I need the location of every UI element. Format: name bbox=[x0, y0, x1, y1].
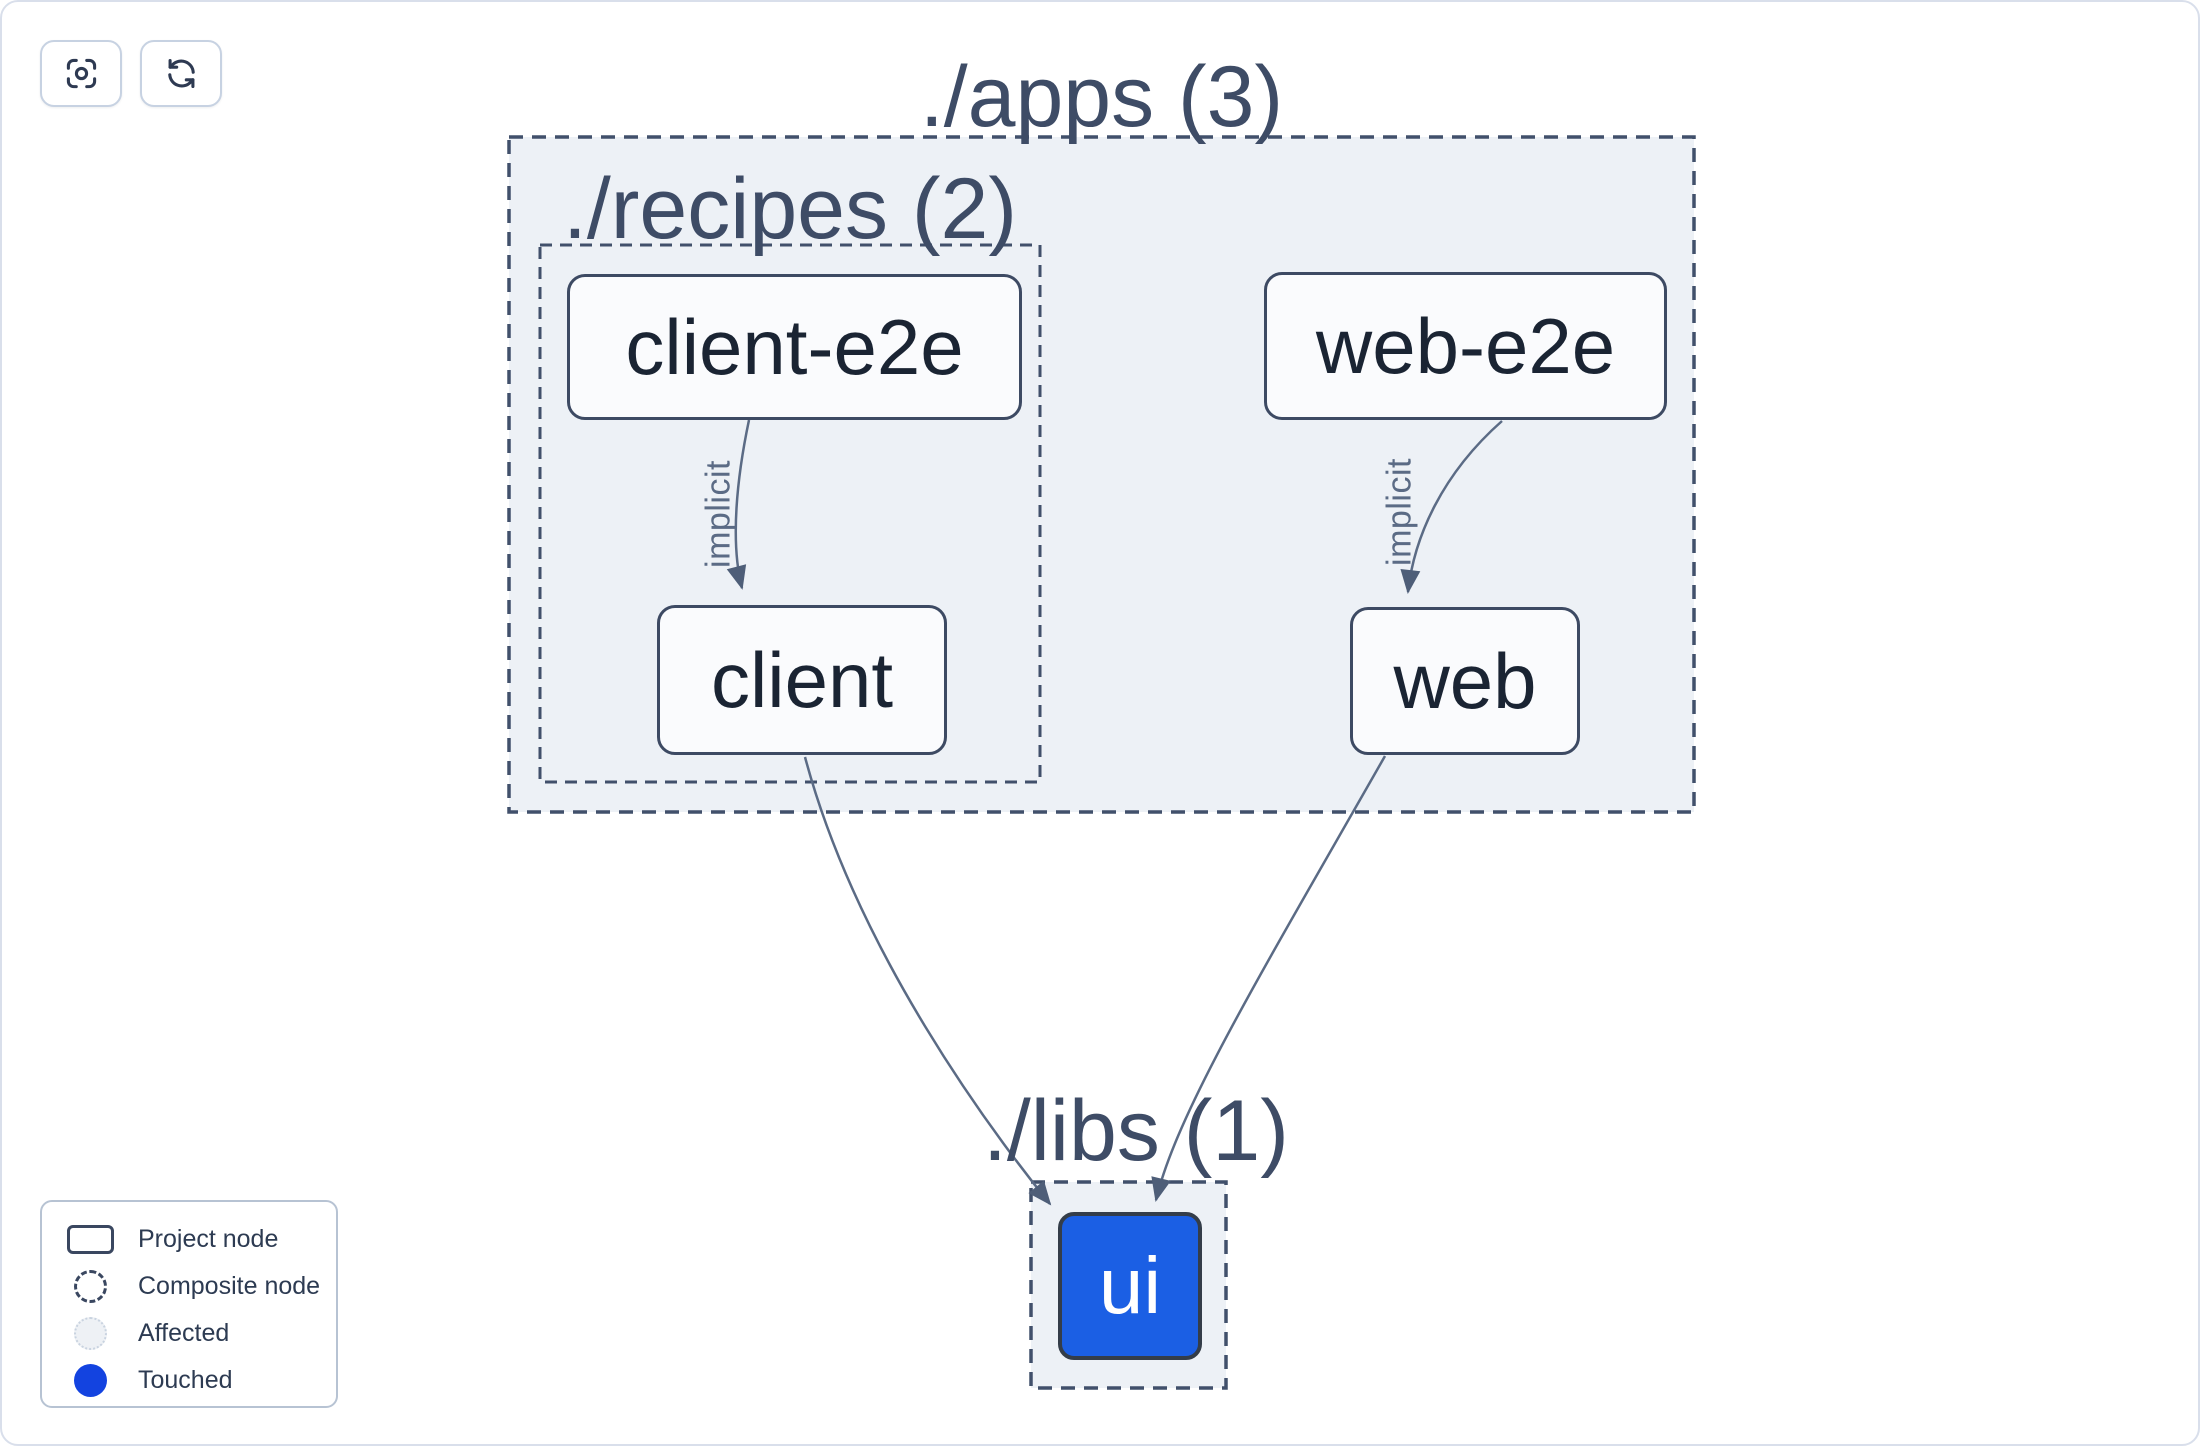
node-client-label: client bbox=[710, 635, 894, 724]
node-ui[interactable]: ui bbox=[1058, 1212, 1202, 1360]
center-graph-button[interactable] bbox=[40, 40, 122, 107]
legend-label: Touched bbox=[138, 1366, 233, 1394]
composite-node-swatch bbox=[73, 1270, 107, 1303]
legend-item-touched: Touched bbox=[42, 1357, 336, 1404]
project-node-swatch bbox=[66, 1225, 114, 1254]
node-client-e2e-label: client-e2e bbox=[625, 302, 964, 391]
toolbar bbox=[40, 40, 222, 107]
node-web-e2e-label: web-e2e bbox=[1315, 301, 1616, 390]
legend-item-composite-node: Composite node bbox=[42, 1263, 336, 1310]
edge-client-to-ui[interactable] bbox=[803, 756, 1052, 1206]
legend-item-project-node: Project node bbox=[42, 1216, 336, 1263]
node-web[interactable]: web bbox=[1350, 607, 1580, 755]
touched-swatch bbox=[73, 1364, 107, 1397]
legend: Project node Composite node Affected Tou… bbox=[40, 1200, 338, 1408]
node-client-e2e[interactable]: client-e2e bbox=[567, 274, 1022, 420]
node-client[interactable]: client bbox=[657, 605, 947, 755]
edge-client-e2e-to-client[interactable] bbox=[726, 419, 751, 590]
node-web-e2e[interactable]: web-e2e bbox=[1264, 272, 1667, 420]
refresh-graph-button[interactable] bbox=[140, 40, 222, 107]
legend-label: Affected bbox=[138, 1319, 230, 1347]
node-web-label: web bbox=[1393, 636, 1537, 725]
affected-swatch bbox=[73, 1317, 107, 1350]
legend-item-affected: Affected bbox=[42, 1310, 336, 1357]
legend-label: Composite node bbox=[138, 1272, 321, 1300]
edge-web-e2e-to-web[interactable] bbox=[1400, 420, 1503, 594]
refresh-icon bbox=[163, 55, 200, 92]
node-ui-label: ui bbox=[1098, 1241, 1162, 1330]
focus-icon bbox=[63, 55, 100, 92]
legend-label: Project node bbox=[138, 1225, 279, 1253]
edge-web-to-ui[interactable] bbox=[1151, 755, 1387, 1202]
